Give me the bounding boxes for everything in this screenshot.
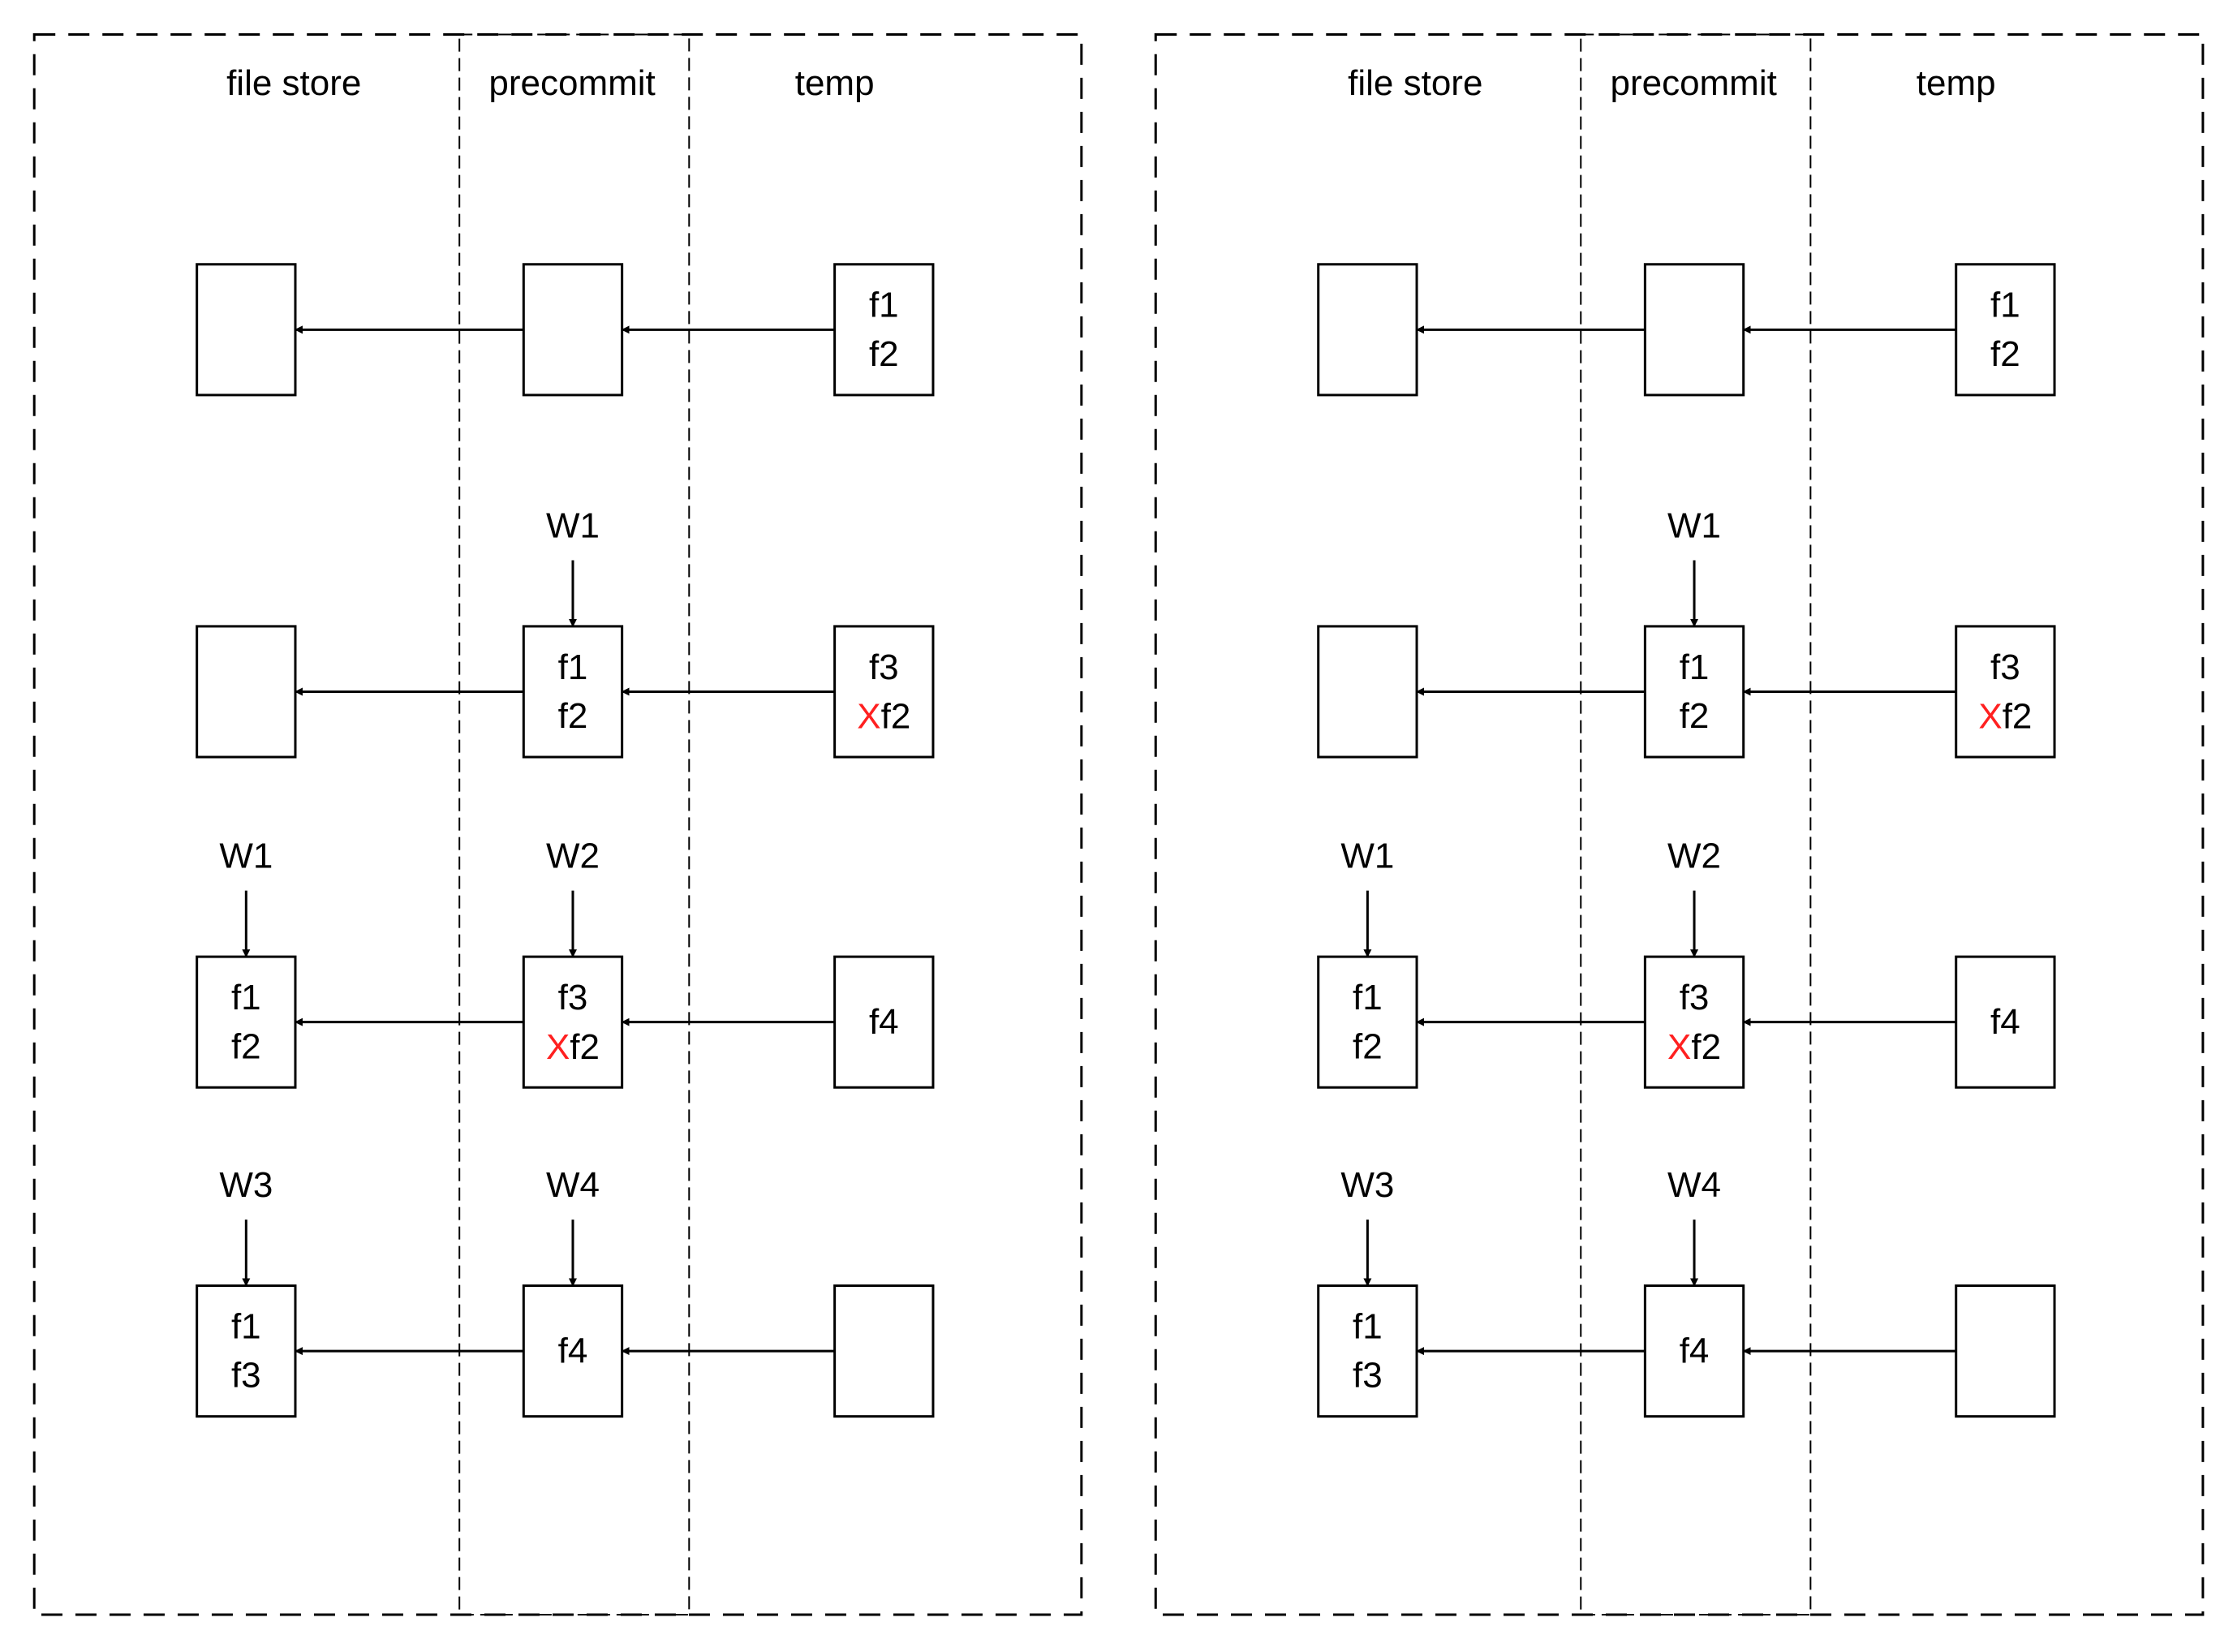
file-entry: f1 xyxy=(558,647,588,687)
file-entry: f2 xyxy=(869,334,899,374)
write-label: W3 xyxy=(1340,1165,1394,1205)
temp-box xyxy=(1955,625,2056,759)
write-label: W4 xyxy=(1667,1165,1721,1205)
precommit-column-border xyxy=(458,33,691,1615)
write-label: W1 xyxy=(1340,837,1394,876)
deleted-file-entry: Xf2 xyxy=(1978,696,2032,736)
file-entry: f4 xyxy=(1990,1002,2020,1042)
file-entry: f1 xyxy=(231,1306,261,1346)
file-store-box xyxy=(1317,1284,1418,1418)
file-entry: f2 xyxy=(1353,1026,1383,1066)
temp-box xyxy=(833,1284,935,1418)
stage-row-4: f1 f3 f4 W3 W4 xyxy=(196,1165,935,1418)
file-entry: f2 xyxy=(1990,334,2020,374)
file-entry: f3 xyxy=(869,647,899,687)
file-name: f2 xyxy=(2003,696,2033,736)
file-store-box xyxy=(1317,625,1418,759)
column-header-precommit: precommit xyxy=(1610,63,1776,103)
write-label: W2 xyxy=(546,837,600,876)
delete-mark-icon: X xyxy=(1978,696,2002,736)
temp-box xyxy=(833,625,935,759)
deleted-file-entry: Xf2 xyxy=(857,696,910,736)
file-name: f2 xyxy=(881,696,911,736)
write-label: W3 xyxy=(219,1165,273,1205)
precommit-box xyxy=(1643,263,1745,397)
write-label: W1 xyxy=(1667,505,1721,545)
temp-box xyxy=(833,955,935,1089)
write-label: W2 xyxy=(1667,837,1721,876)
column-header-precommit: precommit xyxy=(488,63,655,103)
column-header-temp: temp xyxy=(1917,63,1996,103)
file-entry: f1 xyxy=(1680,647,1710,687)
file-store-box xyxy=(196,1284,297,1418)
write-label: W1 xyxy=(219,837,273,876)
precommit-box xyxy=(1643,955,1745,1089)
write-label: W1 xyxy=(546,505,600,545)
file-entry: f1 xyxy=(1990,286,2020,325)
file-entry: f1 xyxy=(1353,978,1383,1017)
stage-row-4: f1 f3 f4 W3 W4 xyxy=(1317,1165,2056,1418)
file-store-box xyxy=(1317,263,1418,397)
file-entry: f3 xyxy=(231,1356,261,1396)
precommit-box xyxy=(522,263,624,397)
delete-mark-icon: X xyxy=(857,696,880,736)
temp-box xyxy=(1955,1284,2056,1418)
write-label: W4 xyxy=(546,1165,600,1205)
precommit-box xyxy=(522,955,624,1089)
file-name: f2 xyxy=(570,1026,600,1066)
precommit-box xyxy=(1643,625,1745,759)
file-store-box xyxy=(196,955,297,1089)
column-header-temp: temp xyxy=(795,63,875,103)
file-entry: f2 xyxy=(558,696,588,736)
file-entry: f2 xyxy=(1680,696,1710,736)
column-header-file-store: file store xyxy=(226,63,361,103)
file-entry: f2 xyxy=(231,1026,261,1066)
file-entry: f1 xyxy=(231,978,261,1017)
file-entry: f3 xyxy=(1990,647,2020,687)
delete-mark-icon: X xyxy=(1667,1026,1691,1066)
file-entry: f3 xyxy=(1353,1356,1383,1396)
column-header-file-store: file store xyxy=(1348,63,1482,103)
file-entry: f4 xyxy=(558,1331,588,1371)
temp-box xyxy=(1955,955,2056,1089)
precommit-column-border xyxy=(1580,33,1812,1615)
deleted-file-entry: Xf2 xyxy=(1667,1026,1721,1066)
deleted-file-entry: Xf2 xyxy=(546,1026,600,1066)
file-entry: f1 xyxy=(1353,1306,1383,1346)
file-entry: f4 xyxy=(1680,1331,1710,1371)
delete-mark-icon: X xyxy=(546,1026,570,1066)
precommit-box xyxy=(522,625,624,759)
file-store-box xyxy=(1317,955,1418,1089)
file-entry: f3 xyxy=(1680,978,1710,1017)
file-entry: f4 xyxy=(869,1002,899,1042)
file-store-box xyxy=(196,263,297,397)
file-store-box xyxy=(196,625,297,759)
temp-box xyxy=(833,263,935,397)
file-entry: f3 xyxy=(558,978,588,1017)
file-entry: f1 xyxy=(869,286,899,325)
precommit-box xyxy=(1643,1284,1745,1418)
file-name: f2 xyxy=(1691,1026,1721,1066)
temp-box xyxy=(1955,263,2056,397)
